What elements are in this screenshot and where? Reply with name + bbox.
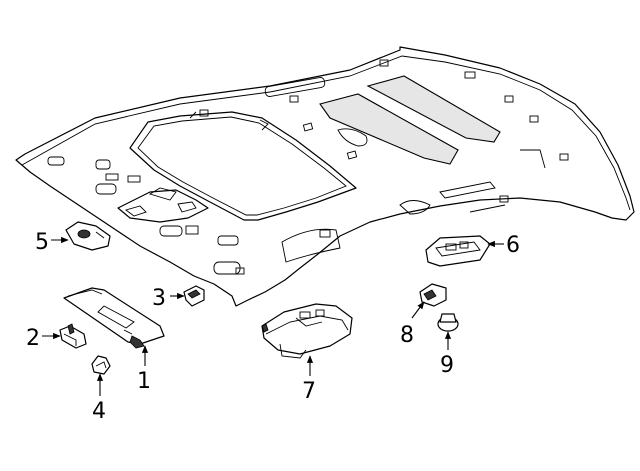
callout-3: 3 (152, 286, 166, 311)
leader-lines (42, 236, 504, 396)
clip-3 (183, 285, 205, 307)
visor-hook (91, 355, 111, 375)
push-clip (437, 313, 459, 332)
overhead-console (261, 303, 353, 359)
rear-glass-panel (366, 75, 501, 143)
callout-7: 7 (302, 379, 316, 404)
handle-clip (65, 221, 111, 251)
callout-9: 9 (440, 353, 454, 378)
headliner (15, 46, 635, 307)
callout-4: 4 (92, 399, 106, 424)
rear-sunroof-panel (319, 93, 459, 165)
visor-clip (59, 323, 87, 349)
callout-2: 2 (26, 326, 40, 351)
callout-8: 8 (400, 323, 414, 348)
sunroof-opening (129, 111, 357, 221)
callout-6: 6 (506, 233, 520, 258)
dome-lamp (425, 235, 491, 267)
sun-visor (63, 287, 165, 349)
callout-labels: 1 2 3 4 5 6 7 8 9 (26, 230, 520, 424)
callout-1: 1 (137, 369, 151, 394)
callout-5: 5 (35, 230, 49, 255)
